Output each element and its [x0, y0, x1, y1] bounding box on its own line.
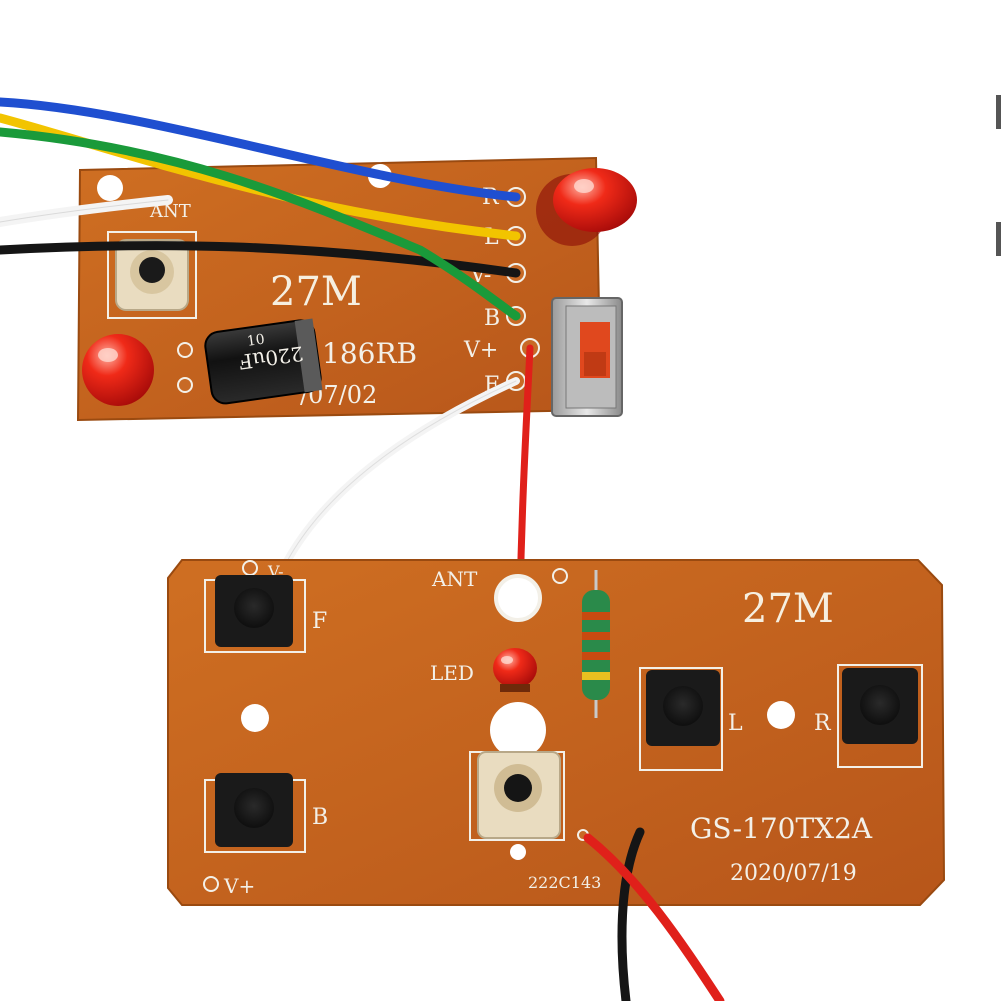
- tx-small-hole: [510, 844, 526, 860]
- tx-button-l[interactable]: [639, 667, 723, 771]
- tx-date-label: 2020/07/19: [730, 861, 857, 886]
- capacitor-voltage-label: 10: [246, 331, 266, 349]
- tx-button-f[interactable]: [204, 575, 306, 653]
- receiver-trimmer-coil: [107, 231, 197, 319]
- receiver-model-label: 186RB: [322, 337, 417, 370]
- tx-mount-hole: [241, 704, 269, 732]
- receiver-led-top: [536, 168, 637, 246]
- wire-yellow: [0, 113, 521, 241]
- wire-blue: [0, 97, 521, 202]
- receiver-capacitor: 220uF 10: [204, 318, 323, 405]
- tx-r-label: R: [814, 711, 832, 736]
- wire-red-bottom: [583, 833, 725, 1001]
- tx-ant-label: ANT: [431, 567, 478, 591]
- tx-f-label: F: [312, 609, 327, 634]
- wire-black: [0, 241, 521, 278]
- tx-freq-label: 27M: [742, 586, 834, 632]
- tx-b-label: B: [312, 805, 328, 830]
- tx-button-b[interactable]: [204, 773, 306, 853]
- receiver-led-left: [82, 334, 193, 406]
- tx-center-hole: [490, 702, 546, 758]
- tx-l-label: L: [728, 711, 743, 736]
- receiver-slide-switch: [551, 297, 623, 417]
- wire-green: [0, 127, 521, 321]
- tx-small-pads: [203, 560, 589, 892]
- transmitter-pcb: [167, 559, 946, 906]
- receiver-wires: [0, 97, 534, 604]
- tx-trimmer-coil: [469, 751, 565, 841]
- wire-black-bottom: [617, 827, 645, 1001]
- receiver-mount-hole: [97, 175, 123, 201]
- tx-vplus-label: V+: [223, 874, 255, 898]
- receiver-board: ANT 27M 186RB /07/02 R L V- B V+ F: [76, 156, 637, 422]
- receiver-pad-label-b: B: [484, 306, 500, 331]
- receiver-freq-label: 27M: [270, 269, 362, 315]
- transmitter-wires: [583, 827, 725, 1001]
- tx-code-label: 222C143: [528, 873, 601, 892]
- edge-mark: [996, 95, 1001, 129]
- tx-led-label: LED: [430, 661, 474, 685]
- receiver-ant-label: ANT: [149, 201, 191, 222]
- tx-button-r[interactable]: [837, 664, 923, 768]
- tx-led: [493, 648, 537, 692]
- edge-mark: [996, 222, 1001, 256]
- tx-inductor: [582, 570, 610, 718]
- tx-model-label: GS-170TX2A: [690, 812, 873, 845]
- transmitter-board: V- ANT 27M LED F B L R V+ GS-170TX2A 202…: [167, 559, 946, 906]
- tx-mount-hole: [767, 701, 795, 729]
- receiver-pad-label-vplus: V+: [463, 338, 498, 363]
